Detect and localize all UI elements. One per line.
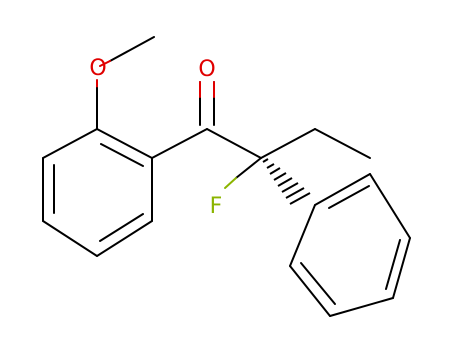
hashed-wedge-line-3 [269,167,281,175]
methyl-oxygen-bond [109,36,155,62]
hashed-wedge-line-2 [266,163,275,169]
ring-carbonyl-bond [151,128,208,159]
right-ring-bond-4 [329,297,394,317]
left-ring-double-bond-2 [99,213,144,242]
left-ring-double-bond-1 [100,143,144,167]
hashed-wedge-line-8 [289,192,311,205]
stereocenter-fluorine-bond [235,157,262,179]
hashed-wedge-line-7 [285,187,305,199]
stereocenter-fluorine-bond-green-segment [224,177,237,189]
right-ring-double-bond-2 [385,239,401,290]
right-ring-double-bond-3 [300,262,336,305]
ethyl-terminal-bond [314,128,371,159]
methyl-oxygen-bond-red-segment [99,60,111,67]
carbonyl-stereocenter-bond [206,128,262,159]
right-ring-bond-5 [289,265,331,317]
right-ring-bond-3 [392,237,411,299]
left-ring-bond-4 [42,220,98,257]
left-ring-bond-6 [42,128,98,159]
fluorine-label: F [210,194,223,219]
right-ring-bond-1 [314,173,371,206]
carbonyl-oxygen-label: O [198,57,215,82]
right-ring-bond-6 [289,204,316,267]
left-ring-bond-1 [96,128,153,159]
right-ring-bond-2 [369,173,411,239]
hashed-wedge-line-1 [262,158,269,163]
right-ring-double-bond-1 [328,185,370,209]
methoxy-oxygen-label: O [89,56,106,81]
stereocenter-ethyl-bond [260,128,316,159]
left-ring-bond-3 [96,220,153,257]
hashed-wedge-line-4 [273,172,287,181]
hashed-wedge-line-5 [277,177,293,187]
hashed-wedge-line-6 [281,182,299,193]
